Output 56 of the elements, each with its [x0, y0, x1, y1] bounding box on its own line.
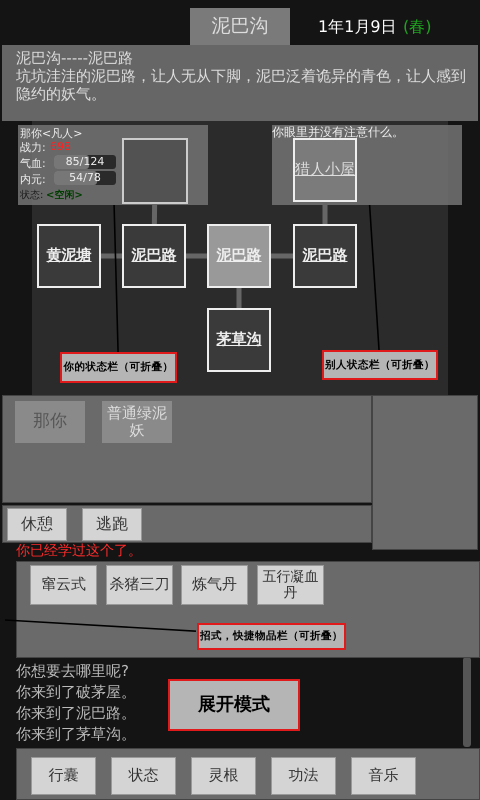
map-connector [271, 254, 293, 258]
map-room: 泥巴路 [207, 224, 271, 288]
season-text: (春) [403, 17, 432, 38]
action-button: 逃跑 [82, 508, 142, 541]
annotation-box: 招式，快捷物品栏（可折叠） [197, 623, 346, 650]
player-name: 那你<凡人> [20, 126, 82, 141]
action-bar [2, 505, 372, 543]
log-line: 你来到了破茅屋。 [16, 683, 136, 702]
menu-button: 功法 [271, 757, 336, 795]
stat-value: 698 [50, 140, 71, 153]
skill-button: 五行凝血丹 [257, 565, 324, 605]
date-text: 1年1月9日 [318, 17, 397, 38]
stat-label: 内元: [20, 172, 46, 187]
action-button: 休憩 [7, 508, 67, 541]
skill-button: 杀猪三刀 [106, 565, 173, 605]
status-panel [18, 125, 208, 205]
system-message: 你已经学过这个了。 [16, 543, 142, 560]
skill-button: 炼气丹 [181, 565, 248, 605]
menu-button: 行囊 [31, 757, 96, 795]
map-connector [186, 254, 207, 258]
map-connector [101, 254, 122, 258]
map-room: 猎人小屋 [293, 138, 357, 202]
annotation-box: 你的状态栏（可折叠） [60, 352, 177, 383]
battle-target-button: 普通绿泥妖 [102, 401, 172, 443]
map-room [122, 138, 188, 204]
leader-line [113, 204, 119, 352]
log-line: 你来到了茅草沟。 [16, 725, 136, 744]
skill-bar [16, 561, 480, 658]
skill-button: 窜云式 [30, 565, 97, 605]
map-connector [322, 202, 328, 224]
annotation-box: 展开模式 [168, 679, 300, 731]
description-panel [2, 45, 478, 121]
status-panel: 你眼里并没有注意什么。 猎人小屋 [272, 125, 462, 205]
map-room: 泥巴路 [122, 224, 186, 288]
leader-line [4, 619, 196, 632]
log-line: 你想要去哪里呢? [16, 662, 129, 681]
menu-button: 音乐 [351, 757, 416, 795]
stat-label: 气血: [20, 156, 46, 171]
location-heading: 泥巴沟-----泥巴路 [16, 49, 134, 68]
menu-bar [16, 748, 480, 800]
map-room: 泥巴路 [293, 224, 357, 288]
map-room: 黄泥塘 [37, 224, 101, 288]
leader-line [368, 204, 380, 350]
location-description: 坑坑洼洼的泥巴路，让人无从下脚，泥巴泛着诡异的青色，让人感到隐约的妖气。 [16, 67, 467, 103]
menu-button: 状态 [111, 757, 176, 795]
map-connector [152, 204, 158, 224]
battle-panel [2, 395, 372, 503]
menu-button: 灵根 [191, 757, 256, 795]
location-tab: 泥巴沟 [190, 8, 290, 45]
stat-label: 战力: [20, 140, 46, 155]
stat-label: 状态: [20, 188, 44, 202]
map-room: 茅草沟 [207, 308, 271, 372]
log-line: 你来到了泥巴路。 [16, 704, 136, 723]
status-value: <空闲> [46, 188, 83, 202]
annotation-box: 别人状态栏（可折叠） [322, 350, 438, 380]
map-connector [236, 288, 242, 308]
